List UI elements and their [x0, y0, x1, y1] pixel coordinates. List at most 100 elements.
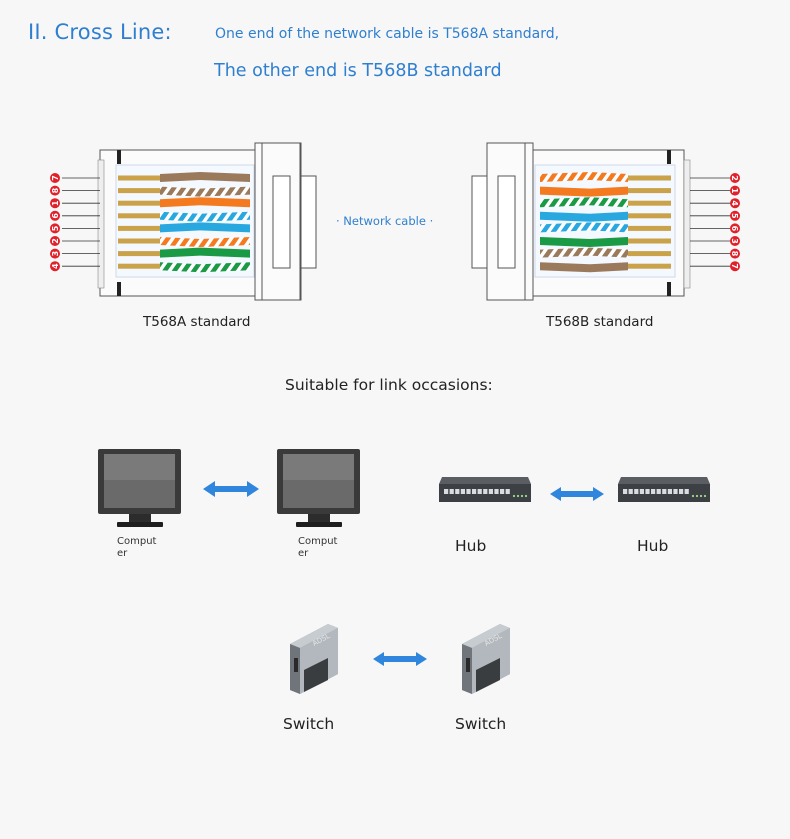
- switch-icon: ADSL: [462, 624, 510, 694]
- wire-green-solid: [540, 237, 628, 247]
- gold-contact: [627, 213, 671, 219]
- pin-number: 3: [730, 238, 739, 244]
- hub-port: [449, 489, 454, 494]
- pin-number: 7: [51, 175, 60, 181]
- pin-badge: 8: [730, 248, 740, 259]
- bidirectional-arrow-icon: [550, 487, 604, 501]
- gold-contact: [627, 225, 671, 231]
- pin-badge: 3: [730, 236, 740, 246]
- t568b-connector-body: [471, 142, 691, 301]
- hub-port: [623, 489, 628, 494]
- hub-led: [691, 494, 695, 498]
- hub-port: [679, 489, 684, 494]
- hub-port: [673, 489, 678, 494]
- wire-orange-solid: [160, 197, 250, 208]
- pin-number: 1: [730, 188, 739, 194]
- gold-contact: [118, 188, 162, 194]
- pin-badge: 5: [730, 210, 740, 221]
- computer-2-label: Comput er: [298, 536, 338, 559]
- subtitle-line-1: One end of the network cable is T568A st…: [215, 26, 560, 42]
- pin-number: 5: [51, 225, 60, 231]
- computer-icon: [98, 449, 181, 527]
- switch-icon: ADSL: [290, 624, 338, 694]
- subtitle-line-2: The other end is T568B standard: [214, 61, 502, 81]
- wire-green-white-striped: [540, 197, 628, 208]
- pin-badge: 2: [730, 173, 740, 183]
- hub-port: [466, 489, 471, 494]
- t568a-pin-badges: 7 8 1 6 5 2 3 4: [50, 173, 60, 272]
- gold-contact: [118, 238, 162, 244]
- hub-port: [494, 489, 499, 494]
- hub-port: [500, 489, 505, 494]
- gold-contact: [627, 251, 671, 257]
- hub-port: [477, 489, 482, 494]
- hub-port: [455, 489, 460, 494]
- pin-badge: 7: [50, 173, 60, 183]
- t568b-wire-group: [540, 172, 734, 273]
- t568a-wire-group: [62, 172, 250, 273]
- pin-number: 4: [51, 263, 60, 269]
- hub-port: [472, 489, 477, 494]
- wire-green-white-striped: [160, 262, 250, 273]
- hub-port: [667, 489, 672, 494]
- switch-2-label: Switch: [455, 715, 507, 733]
- hub-icon: [618, 477, 710, 502]
- wire-brown-solid: [540, 262, 628, 273]
- hub-port: [656, 489, 661, 494]
- hub-port: [651, 489, 656, 494]
- wire-blue-white-striped: [160, 211, 250, 222]
- hub-port: [639, 489, 644, 494]
- wire-brown-solid: [160, 172, 250, 182]
- pin-number: 5: [730, 213, 739, 219]
- pin-badge: 1: [50, 198, 60, 209]
- wire-brown-white-striped: [160, 186, 250, 197]
- gold-contact: [118, 251, 162, 257]
- switch-1-label: Switch: [283, 715, 335, 733]
- gold-contact: [627, 200, 671, 206]
- gold-contact: [118, 175, 162, 181]
- hub-port: [460, 489, 465, 494]
- computer-icon: [277, 449, 360, 527]
- pin-badge: 1: [730, 185, 740, 196]
- hub-2-label: Hub: [637, 537, 669, 555]
- hub-led: [520, 494, 524, 498]
- pin-number: 2: [730, 175, 739, 181]
- pin-number: 8: [730, 251, 739, 257]
- computer-1-label: Comput er: [117, 536, 157, 559]
- gold-contact: [627, 175, 671, 181]
- hub-led: [695, 494, 699, 498]
- wire-orange-white-striped: [160, 237, 250, 247]
- hub-led: [699, 494, 703, 498]
- pin-number: 3: [51, 251, 60, 257]
- t568b-label: T568B standard: [546, 314, 654, 330]
- gold-contact: [627, 188, 671, 194]
- pin-number: 1: [51, 200, 60, 206]
- pin-badge: 4: [730, 198, 740, 209]
- hub-port: [645, 489, 650, 494]
- wire-brown-white-striped: [540, 247, 628, 258]
- pin-number: 6: [730, 226, 739, 232]
- hub-port: [628, 489, 633, 494]
- pin-badge: 6: [50, 210, 60, 221]
- hub-icon: [439, 477, 531, 502]
- hub-port: [444, 489, 449, 494]
- network-cable-label: · Network cable ·: [336, 214, 434, 228]
- wire-orange-solid: [540, 186, 628, 197]
- section-title: II. Cross Line:: [28, 20, 172, 44]
- pin-number: 8: [51, 187, 60, 193]
- pin-badge: 2: [50, 236, 60, 246]
- bidirectional-arrow-icon: [373, 652, 427, 666]
- pin-number: 6: [51, 213, 60, 219]
- hub-1-label: Hub: [455, 537, 487, 555]
- wire-green-solid: [160, 247, 250, 258]
- pin-badge: 4: [50, 261, 60, 272]
- gold-contact: [118, 200, 162, 206]
- t568a-label: T568A standard: [143, 314, 251, 330]
- wire-orange-white-striped: [540, 172, 628, 182]
- hub-led: [524, 494, 528, 498]
- hub-port: [684, 489, 689, 494]
- wire-blue-white-striped: [540, 222, 628, 233]
